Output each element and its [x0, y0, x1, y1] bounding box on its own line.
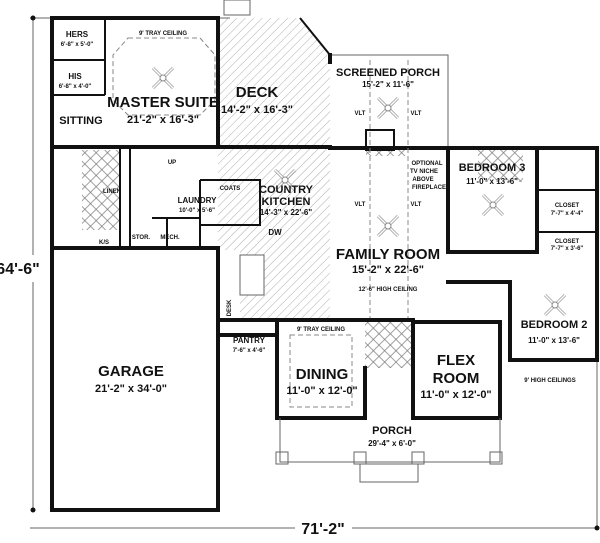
- room-labels: HERS 6'-8" x 5'-0" HIS 6'-8" x 4'-0" 9' …: [59, 30, 588, 448]
- tv-note-4: FIREPLACE: [412, 185, 446, 191]
- master-suite-label: MASTER SUITE: [107, 94, 219, 111]
- ceiling-fan-icon: [376, 214, 400, 238]
- vlt-label: VLT: [411, 202, 422, 208]
- dining-size: 11'-0" x 12'-0": [286, 385, 357, 397]
- mech-label: MECH.: [160, 235, 180, 241]
- flex-room-label-1: FLEX: [437, 352, 475, 369]
- tv-note-1: OPTIONAL: [412, 161, 443, 167]
- bath3-tile: [478, 150, 523, 182]
- screened-porch-size: 15'-2" x 11'-6": [362, 80, 414, 89]
- linen-label: LINEN: [103, 189, 121, 195]
- master-tray-ceiling: [112, 37, 216, 116]
- dining-tray-ceiling: [289, 334, 353, 408]
- ceilings-note: 9' HIGH CEILINGS: [524, 378, 575, 384]
- stair-up-label: UP: [168, 160, 176, 166]
- dimension-lines: 64'-6" 71'-2": [0, 15, 600, 538]
- bedroom2-size: 11'-0" x 13'-6": [528, 336, 580, 345]
- deck-steps: [223, 0, 251, 16]
- width-dimension: 71'-2": [301, 521, 344, 538]
- kitchen-size: 14'-3" x 22'-6": [260, 208, 313, 217]
- bedroom3-label: BEDROOM 3: [459, 162, 526, 174]
- flex-room-label-2: ROOM: [433, 370, 480, 387]
- pantry-label: PANTRY: [233, 336, 266, 345]
- pantry-size: 7'-6" x 4'-6": [233, 348, 266, 354]
- closet2-label: CLOSET: [555, 239, 580, 245]
- coats-label: COATS: [220, 186, 241, 192]
- dishwasher-label: DW: [268, 228, 282, 237]
- depth-dimension: 64'-6": [0, 261, 40, 278]
- vlt-label: VLT: [355, 202, 366, 208]
- master-suite-size: 21'-2" x 16'-3": [127, 114, 199, 126]
- deck-label: DECK: [236, 84, 279, 101]
- garage-size: 21'-2" x 34'-0": [95, 383, 167, 395]
- vlt-label: VLT: [355, 111, 366, 117]
- kitchen-label-1: COUNTRY: [259, 184, 314, 196]
- master-ceiling-note: 9' TRAY CEILING: [139, 31, 187, 37]
- foyer-tile: [365, 322, 413, 368]
- laundry-size: 10'-0" x 5'-6": [179, 208, 215, 214]
- hearth: [366, 148, 408, 156]
- walls: [50, 16, 599, 512]
- kitchen-island: [239, 254, 265, 296]
- hers-label: HERS: [66, 30, 89, 39]
- bath-tile: [82, 150, 120, 230]
- ceiling-fan-icon: [481, 193, 505, 217]
- his-label: HIS: [68, 72, 82, 81]
- ceiling-fan-icon: [151, 66, 175, 90]
- deck-size: 14'-2" x 16'-3": [221, 104, 293, 116]
- his-size: 6'-8" x 4'-0": [59, 84, 92, 90]
- closet1-size: 7'-7" x 4'-4": [551, 211, 584, 217]
- sitting-label: SITTING: [59, 115, 102, 127]
- screened-porch-label: SCREENED PORCH: [336, 67, 440, 79]
- family-room-size: 15'-2" x 22'-6": [352, 264, 424, 276]
- hers-size: 6'-8" x 5'-0": [61, 42, 94, 48]
- closet2-size: 7'-7" x 3'-6": [551, 246, 584, 252]
- vlt-label: VLT: [411, 111, 422, 117]
- ceiling-fan-icon: [376, 96, 400, 120]
- ks-label: K/S: [99, 240, 109, 246]
- tv-note-2: TV NICHE: [410, 169, 438, 175]
- garage-label: GARAGE: [98, 363, 164, 380]
- desk-label: DESK: [227, 299, 233, 316]
- family-ceiling-note: 12'-6" HIGH CEILING: [359, 287, 418, 293]
- laundry-label: LAUNDRY: [178, 196, 217, 205]
- porch-size: 29'-4" x 6'-0": [368, 439, 416, 448]
- flex-room-size: 11'-0" x 12'-0": [420, 389, 491, 401]
- stor-label: STOR.: [132, 235, 151, 241]
- bedroom3-size: 11'-0" x 13'-6": [466, 177, 518, 186]
- bedroom2-label: BEDROOM 2: [521, 319, 588, 331]
- dining-ceiling-note: 9' TRAY CEILING: [297, 327, 345, 333]
- closet1-label: CLOSET: [555, 203, 580, 209]
- ceiling-fan-icon: [543, 293, 567, 317]
- dining-label: DINING: [296, 366, 349, 383]
- kitchen-label-2: KITCHEN: [262, 196, 311, 208]
- front-porch: [223, 0, 503, 483]
- tv-note-3: ABOVE: [412, 177, 433, 183]
- deck-area: [218, 18, 330, 147]
- family-room-label: FAMILY ROOM: [336, 246, 440, 263]
- porch-label: PORCH: [372, 425, 412, 437]
